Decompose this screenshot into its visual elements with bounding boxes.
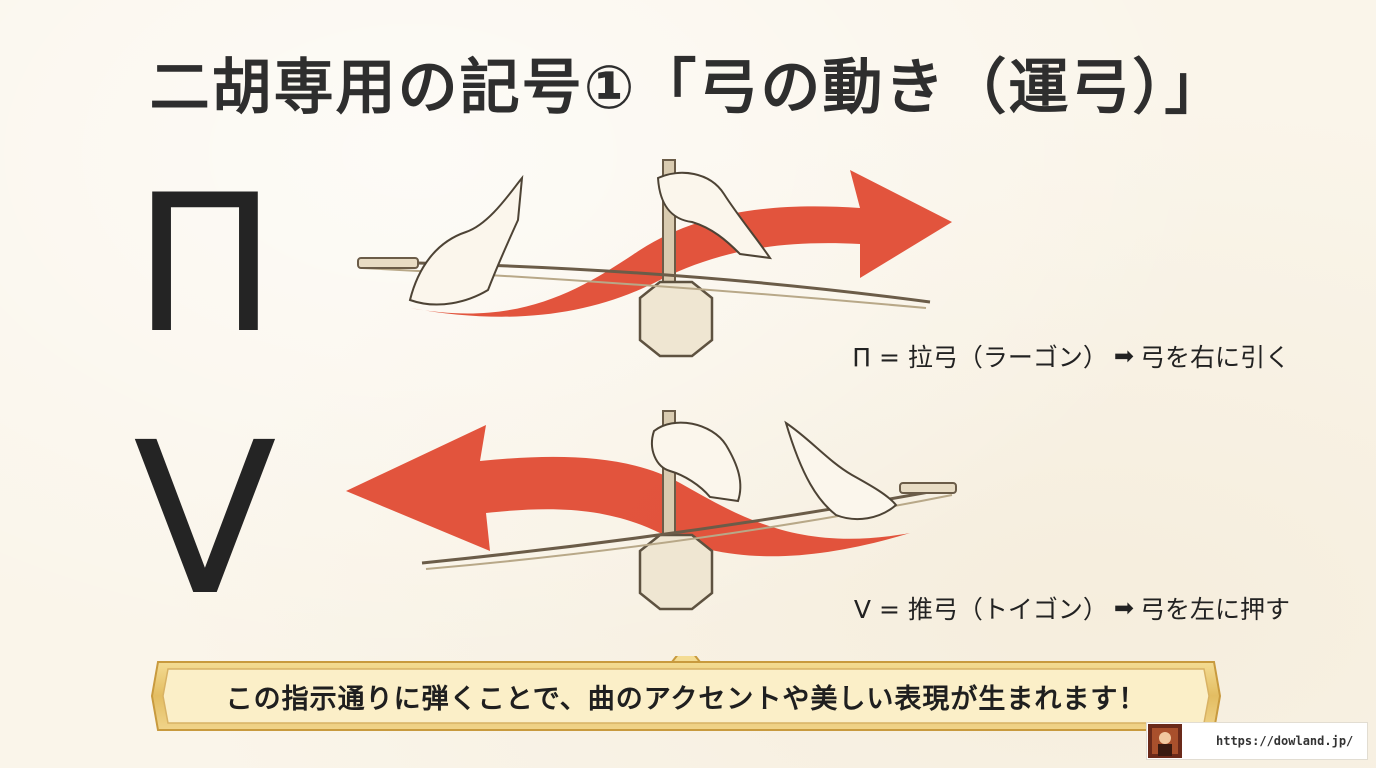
site-watermark[interactable]: https://dowland.jp/ <box>1146 722 1368 760</box>
summary-banner: この指示通りに弾くことで、曲のアクセントや美しい表現が生まれます！ <box>148 656 1224 736</box>
pull-bow-caption: Π = 拉弓（ラーゴン） ➡ 弓を右に引く <box>852 338 1290 374</box>
bow-hand-icon <box>784 420 898 521</box>
push-bow-illustration <box>346 410 957 611</box>
site-url[interactable]: https://dowland.jp/ <box>1216 734 1354 748</box>
red-arrow-right-icon <box>410 170 952 317</box>
pull-bow-symbol: Π <box>133 154 277 375</box>
banner-text: この指示通りに弾くことで、曲のアクセントや美しい表現が生まれます！ <box>225 683 1147 715</box>
left-hand-icon <box>408 174 524 306</box>
page-title: 二胡専用の記号①「弓の動き（運弓）」 <box>149 53 1227 123</box>
right-arrow-icon: ➡ <box>1113 342 1134 370</box>
push-bow-caption: V = 推弓（トイゴン） ➡ 弓を左に押す <box>854 590 1290 626</box>
site-thumbnail-icon <box>1148 724 1182 758</box>
push-bow-caption-label: V = 推弓（トイゴン） <box>853 595 1108 624</box>
pull-bow-caption-action: 弓を右に引く <box>1139 343 1290 372</box>
pull-bow-caption-label: Π = 拉弓（ラーゴン） <box>852 343 1108 372</box>
push-bow-caption-action: 弓を左に押す <box>1139 595 1290 624</box>
push-bow-symbol: V <box>133 397 277 642</box>
erhu-drum-icon-2 <box>638 533 714 611</box>
neck-hand-icon <box>651 421 742 503</box>
right-hand-icon <box>656 171 773 260</box>
right-arrow-icon-2: ➡ <box>1113 594 1134 622</box>
pull-bow-illustration <box>357 159 952 358</box>
red-arrow-left-icon <box>346 425 910 557</box>
erhu-drum-icon <box>638 280 714 358</box>
